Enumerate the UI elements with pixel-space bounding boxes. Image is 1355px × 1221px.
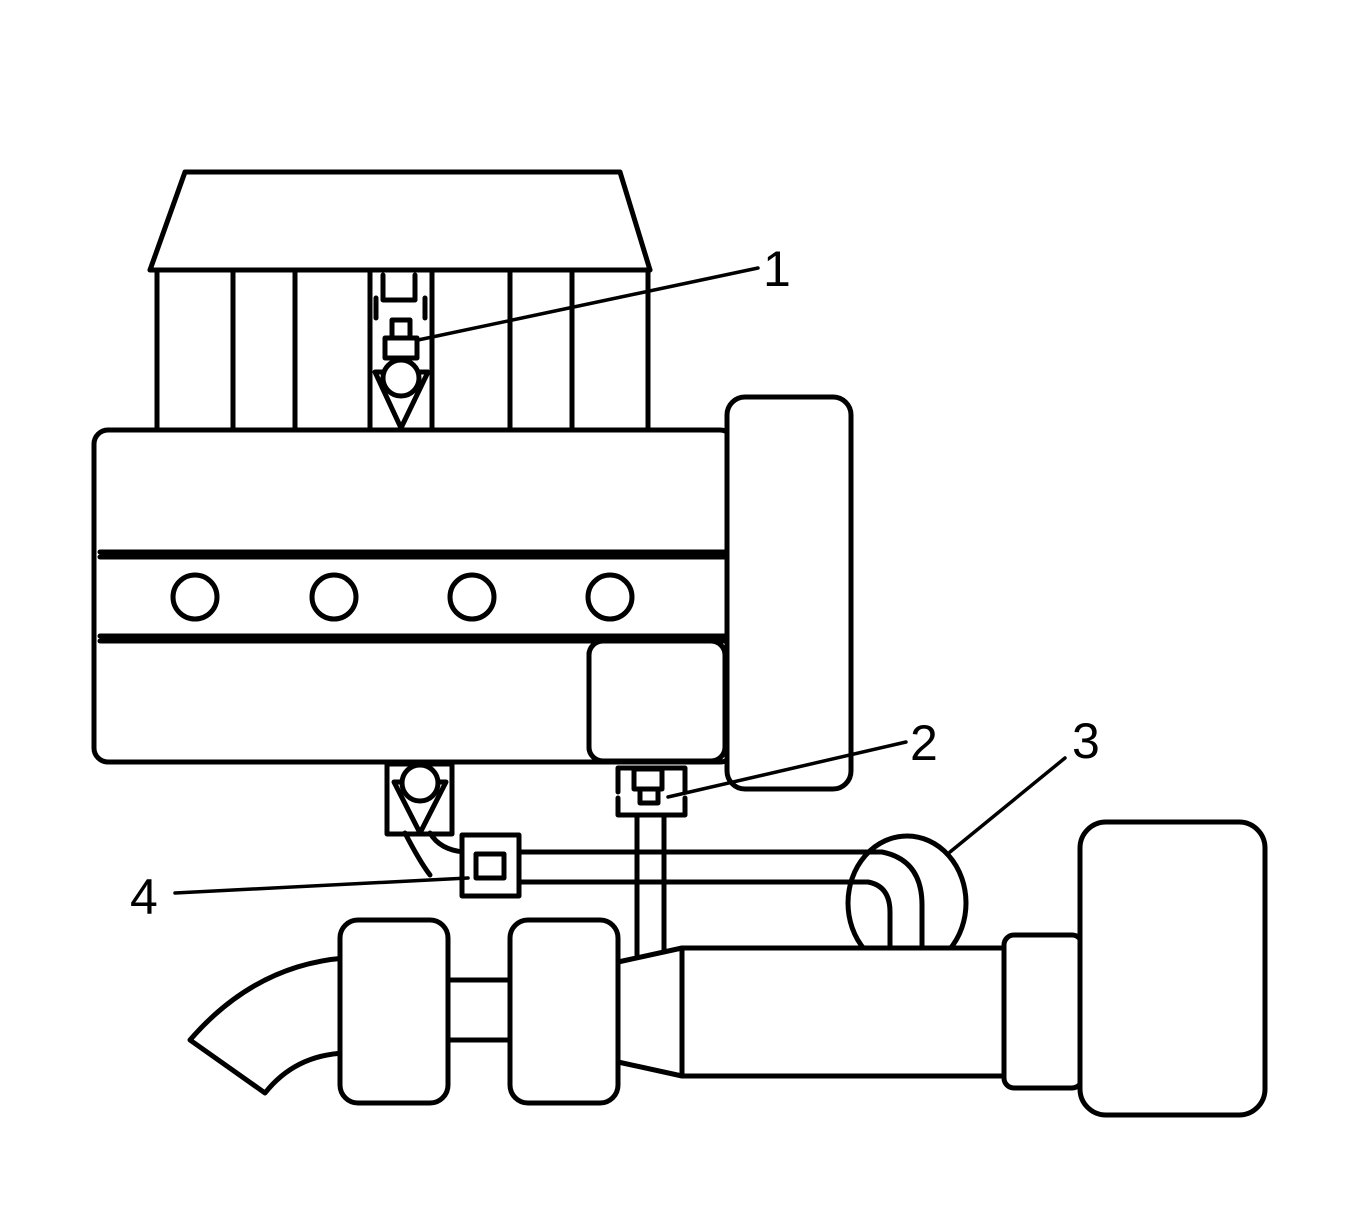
leader-line-2 xyxy=(666,740,908,799)
intake-runners xyxy=(154,267,651,433)
leader-line-4 xyxy=(173,876,470,895)
callout-label-4: 4 xyxy=(130,869,158,925)
hose-connector xyxy=(459,832,522,899)
hoses xyxy=(402,812,925,958)
air-cleaner xyxy=(147,169,653,273)
filter-housing-right xyxy=(507,917,621,1106)
coupler-pipe xyxy=(445,977,513,1043)
callout-label-1: 1 xyxy=(763,241,791,297)
port-circle-2 xyxy=(309,572,359,622)
intake-duct xyxy=(187,955,348,1096)
filter-housing-left xyxy=(337,917,451,1106)
engine-side-housing xyxy=(586,394,854,792)
callout-label-2: 2 xyxy=(910,715,938,771)
leader-line-1 xyxy=(416,266,760,342)
port-circle-3 xyxy=(447,572,497,622)
muffler xyxy=(1077,819,1268,1118)
port-circle-4 xyxy=(585,572,635,622)
top-sensor-fitting xyxy=(372,272,431,431)
leader-line-3 xyxy=(948,756,1067,854)
muffler-coupler xyxy=(1001,932,1085,1091)
bottom-sensor-fitting xyxy=(615,765,688,818)
callout-label-3: 3 xyxy=(1072,713,1100,769)
port-circle-1 xyxy=(170,572,220,622)
bottom-check-valve xyxy=(384,761,455,837)
exhaust-pipe xyxy=(615,945,1010,1079)
